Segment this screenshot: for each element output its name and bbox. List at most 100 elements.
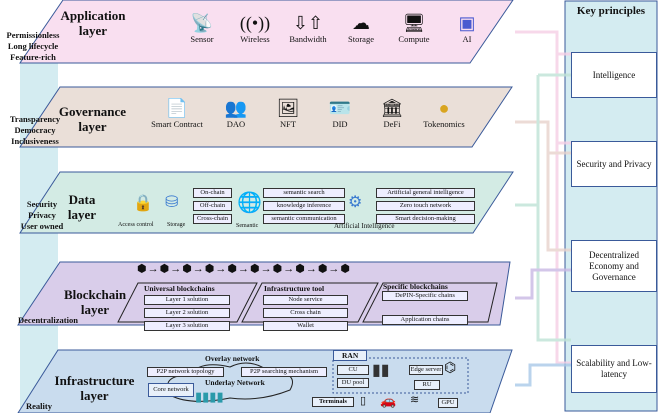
universal-title: Universal blockchains bbox=[144, 284, 215, 293]
ai-label: Artificial Intelligence bbox=[334, 222, 395, 230]
compute-icon: 🖥 bbox=[402, 13, 426, 33]
ai-item: Artificial general intelligence bbox=[376, 188, 475, 198]
specific-title: Specific blockchains bbox=[383, 282, 448, 291]
universal-box bbox=[117, 282, 258, 323]
node-service-box: Node service bbox=[263, 295, 348, 305]
wireless-item: ((•))Wireless bbox=[230, 12, 280, 44]
off-chain-box: Off-chain bbox=[193, 201, 232, 211]
infrastructure-layer-title: Infrastructure layer bbox=[54, 373, 135, 403]
tokenomics-item: ●Tokenomics bbox=[419, 97, 469, 129]
item-label: Sensor bbox=[190, 34, 214, 44]
bandwidth-icon: ⇩⇧ bbox=[292, 13, 324, 33]
lock-icon: 🔒 bbox=[133, 195, 153, 212]
block-chain-icons: ⬢→⬢→⬢→⬢→⬢→⬢→⬢→⬢→⬢→⬢ bbox=[137, 263, 352, 275]
chain-storage-list: On-chain Off-chain Cross-chain bbox=[193, 188, 232, 224]
side-label: Transparency bbox=[9, 114, 61, 124]
sensor-item: 📡Sensor bbox=[177, 12, 227, 44]
antenna-tower-icon: ⌬ bbox=[444, 361, 457, 376]
principle-scalability: Scalability and Low-latency bbox=[571, 345, 657, 393]
data-side-labels: Security Privacy User owned bbox=[16, 199, 68, 232]
principle-intelligence: Intelligence bbox=[571, 52, 657, 98]
bandwidth-item: ⇩⇧Bandwidth bbox=[283, 12, 333, 44]
governance-items: 📄Smart Contract 👥DAO 🖼NFT 🪪DID 🏛DeFi ●To… bbox=[145, 97, 469, 129]
side-label: User owned bbox=[20, 221, 64, 231]
ai-chip-icon: ▣ bbox=[458, 13, 476, 33]
application-chains-box: Application chains bbox=[382, 315, 468, 325]
gpu-box: GPU bbox=[438, 398, 458, 408]
semantic-item: semantic search bbox=[263, 188, 345, 198]
layer3-box: Layer 3 solution bbox=[144, 321, 230, 331]
blockchain-layer-shape bbox=[17, 261, 511, 326]
ai-item: Smart decision-making bbox=[376, 214, 475, 224]
cu-box: CU bbox=[337, 365, 369, 375]
side-label: Permissionless bbox=[6, 30, 60, 40]
ai-item: ▣AI bbox=[442, 12, 492, 44]
sensor-icon: ≋ bbox=[410, 394, 420, 406]
governance-side-labels: Transparency Democracy Inclusiveness bbox=[6, 114, 64, 147]
key-principles-title: Key principles bbox=[576, 5, 646, 17]
governance-layer-title: Governance layer bbox=[58, 104, 127, 134]
did-item: 🪪DID bbox=[315, 97, 365, 129]
side-label: Inclusiveness bbox=[11, 136, 59, 146]
ai-item: Zero touch network bbox=[376, 201, 475, 211]
underlay-title: Underlay Network bbox=[205, 378, 265, 387]
universal-list: Layer 1 solution Layer 2 solution Layer … bbox=[144, 295, 230, 331]
database-icon: ⛁ bbox=[165, 194, 179, 211]
nft-icon: 🖼 bbox=[276, 98, 300, 118]
server-cubes-icon: ▮▮▮▮ bbox=[195, 389, 224, 404]
sensor-icon: 📡 bbox=[190, 13, 214, 33]
layer1-box: Layer 1 solution bbox=[144, 295, 230, 305]
phone-icon: ▯ bbox=[360, 395, 367, 407]
compute-item: 🖥Compute bbox=[389, 12, 439, 44]
smart-contract-item: 📄Smart Contract bbox=[145, 97, 209, 129]
blockchain-layer-title: Blockchain layer bbox=[63, 287, 127, 317]
item-label: Storage bbox=[348, 34, 374, 44]
decentralization-label: Decentralization bbox=[18, 315, 78, 325]
dao-icon: 👥 bbox=[224, 98, 248, 118]
side-label: Long lifecycle bbox=[7, 41, 59, 51]
side-label: Privacy bbox=[28, 210, 56, 220]
principle-security-privacy: Security and Privacy bbox=[571, 141, 657, 187]
overlay-title: Overlay network bbox=[205, 354, 260, 363]
access-control-label: Access control bbox=[118, 222, 154, 228]
terminals-box: Terminals bbox=[312, 397, 354, 407]
dao-item: 👥DAO bbox=[211, 97, 261, 129]
application-items: 📡Sensor ((•))Wireless ⇩⇧Bandwidth ☁Stora… bbox=[177, 12, 492, 44]
principle-decentralized-economy: Decentralized Economy and Governance bbox=[571, 240, 657, 292]
application-layer-shape bbox=[19, 0, 514, 64]
item-label: DAO bbox=[226, 119, 246, 129]
item-label: Bandwidth bbox=[289, 34, 327, 44]
ai-list: Artificial general intelligence Zero tou… bbox=[376, 188, 475, 224]
tool-title: Infrastructure tool bbox=[264, 284, 325, 293]
governance-layer-shape bbox=[19, 86, 513, 148]
smart-contract-icon: 📄 bbox=[165, 98, 189, 118]
p2p-search-box: P2P searching mechanism bbox=[241, 367, 327, 377]
item-label: NFT bbox=[279, 119, 297, 129]
storage-item: ☁Storage bbox=[336, 12, 386, 44]
core-network-box: Core network bbox=[148, 383, 194, 397]
cross-chain-box: Cross chain bbox=[263, 308, 348, 318]
side-label: Democracy bbox=[14, 125, 56, 135]
layer2-box: Layer 2 solution bbox=[144, 308, 230, 318]
side-label: Security bbox=[26, 199, 58, 209]
item-label: DeFi bbox=[383, 119, 401, 129]
semantic-list: semantic search knowledge inference sema… bbox=[263, 188, 345, 224]
cloud-storage-icon: ☁ bbox=[352, 13, 370, 33]
ru-box: RU bbox=[414, 380, 440, 390]
nft-item: 🖼NFT bbox=[263, 97, 313, 129]
defi-item: 🏛DeFi bbox=[367, 97, 417, 129]
token-coin-icon: ● bbox=[438, 98, 450, 118]
application-side-labels: Permissionless Long lifecycle Feature-ri… bbox=[2, 30, 64, 63]
reality-label: Reality bbox=[26, 401, 52, 411]
storage-label: Storage bbox=[167, 222, 186, 228]
defi-bank-icon: 🏛 bbox=[380, 98, 404, 118]
cross-chain-box: Cross-chain bbox=[193, 214, 232, 224]
depin-chains-box: DePIN-Specific chains bbox=[382, 291, 468, 301]
edge-server-box: Edge server bbox=[409, 365, 443, 375]
du-pool-box: DU pool bbox=[337, 378, 369, 388]
did-card-icon: 🪪 bbox=[328, 98, 352, 118]
item-label: DID bbox=[332, 119, 348, 129]
ai-network-icon: ⚙ bbox=[348, 194, 363, 211]
semantic-item: semantic communication bbox=[263, 214, 345, 224]
